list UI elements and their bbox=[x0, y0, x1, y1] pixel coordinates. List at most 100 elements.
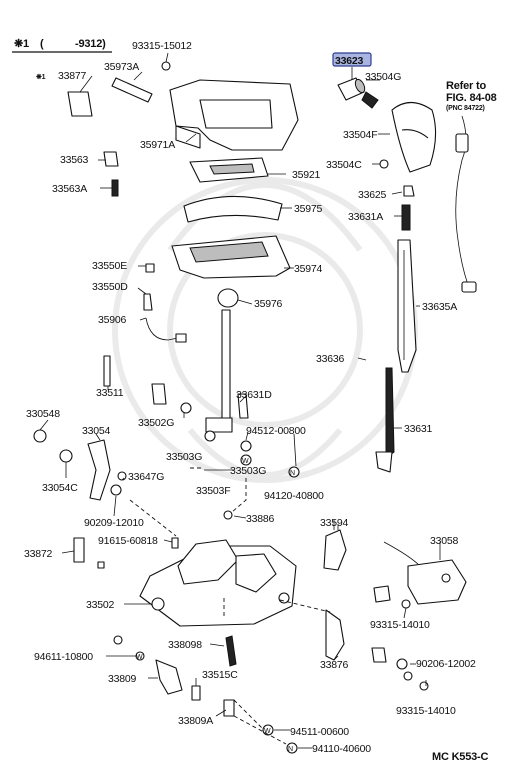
reference-line2: FIG. 84-08 bbox=[446, 92, 497, 104]
bracket-33054-icon bbox=[87, 439, 111, 501]
label-33635A: 33635A bbox=[422, 301, 457, 313]
svg-text:N: N bbox=[290, 470, 295, 477]
base-assembly bbox=[73, 510, 297, 627]
reference-note: Refer to FIG. 84-08 (PNC 84722) bbox=[446, 80, 497, 112]
footer-code: MC K553-C bbox=[432, 751, 489, 763]
label-33563: 33563 bbox=[60, 154, 89, 166]
solenoid-assembly-icon bbox=[407, 559, 467, 605]
label-330548: 330548 bbox=[26, 408, 60, 420]
label-33631: 33631 bbox=[404, 423, 433, 435]
shift-knob-icon bbox=[391, 101, 437, 173]
lower-small-parts: W W N bbox=[113, 609, 429, 754]
label-33504F: 33504F bbox=[343, 129, 377, 141]
spring-rod-icon bbox=[401, 204, 411, 231]
header-range-value: -9312) bbox=[75, 38, 106, 50]
label-33594: 33594 bbox=[320, 517, 349, 529]
header: ❋1 ( -9312) bbox=[12, 38, 112, 53]
label-33877-marker: ❋1 bbox=[36, 73, 46, 81]
label-33058: 33058 bbox=[430, 535, 459, 547]
label-33886: 33886 bbox=[246, 513, 275, 525]
label-93315-14010-b: 93315-14010 bbox=[396, 705, 456, 717]
highlighted-part-33623[interactable]: 33623 bbox=[332, 52, 372, 101]
label-35975: 35975 bbox=[294, 203, 323, 215]
svg-text:W: W bbox=[242, 458, 249, 465]
label-35976: 35976 bbox=[254, 298, 283, 310]
highlight-box bbox=[332, 52, 372, 67]
cable-assembly bbox=[373, 541, 467, 609]
bolt-icon bbox=[161, 61, 171, 71]
lever-33809-icon bbox=[155, 659, 183, 695]
label-33504G: 33504G bbox=[365, 71, 401, 83]
label-33647G: 33647G bbox=[128, 471, 164, 483]
label-93315-14010-a: 93315-14010 bbox=[370, 619, 430, 631]
header-marker: ❋1 bbox=[14, 38, 29, 50]
label-94110-40600: 94110-40600 bbox=[312, 743, 371, 755]
label-plate-icon bbox=[67, 91, 93, 117]
label-94120-40800: 94120-40800 bbox=[264, 490, 324, 502]
bolt-33511-icon bbox=[103, 355, 111, 387]
label-33876: 33876 bbox=[320, 659, 349, 671]
label-33502G: 33502G bbox=[138, 417, 174, 429]
label-33631D: 33631D bbox=[236, 389, 272, 401]
label-93315-15012: 93315-15012 bbox=[132, 40, 192, 52]
bracket-33594 bbox=[323, 524, 347, 571]
header-range-open: ( bbox=[40, 38, 44, 50]
svg-text:N: N bbox=[288, 746, 293, 753]
label-33631A: 33631A bbox=[348, 211, 383, 223]
wire-harness bbox=[455, 115, 477, 293]
shift-lever bbox=[205, 288, 239, 433]
clip-icon bbox=[403, 185, 415, 197]
label-35971A: 35971A bbox=[140, 139, 175, 151]
svg-text:W: W bbox=[264, 728, 271, 735]
label-35921: 35921 bbox=[292, 169, 321, 181]
label-33503G-b: 33503G bbox=[230, 465, 266, 477]
label-91615-60818: 91615-60818 bbox=[98, 535, 158, 547]
label-35973A: 35973A bbox=[104, 61, 139, 73]
lever-33876-icon bbox=[325, 609, 345, 661]
label-33877: 33877 bbox=[58, 70, 87, 82]
label-90209-12010: 90209-12010 bbox=[84, 517, 144, 529]
spring-33563A-icon bbox=[111, 179, 119, 197]
shift-knob-group bbox=[361, 79, 437, 231]
label-33054C: 33054C bbox=[42, 482, 78, 494]
label-33872: 33872 bbox=[24, 548, 53, 560]
pin-icon bbox=[111, 77, 153, 103]
label-33809A: 33809A bbox=[178, 715, 213, 727]
clip-33563-icon bbox=[103, 151, 119, 167]
label-94511-00600: 94511-00600 bbox=[290, 726, 349, 738]
svg-text:W: W bbox=[136, 654, 143, 661]
label-33504C: 33504C bbox=[326, 159, 362, 171]
label-33503F: 33503F bbox=[196, 485, 230, 497]
label-90206-12002: 90206-12002 bbox=[416, 658, 476, 670]
screw-93315-icon bbox=[401, 599, 411, 609]
label-33511: 33511 bbox=[96, 387, 124, 399]
rod-33635A bbox=[397, 239, 420, 373]
label-33054: 33054 bbox=[82, 425, 111, 437]
indicator-plates bbox=[171, 157, 291, 279]
label-33636: 33636 bbox=[316, 353, 345, 365]
lever-knob-icon bbox=[217, 288, 239, 308]
label-33502: 33502 bbox=[86, 599, 115, 611]
rod-33631 bbox=[375, 367, 402, 473]
label-33550D: 33550D bbox=[92, 281, 128, 293]
label-94512-00800: 94512-00800 bbox=[246, 425, 306, 437]
label-33625: 33625 bbox=[358, 189, 387, 201]
label-338098: 338098 bbox=[168, 639, 202, 651]
highlighted-part-label: 33623 bbox=[335, 55, 364, 67]
upper-housing bbox=[169, 79, 299, 151]
label-35974: 35974 bbox=[294, 263, 323, 275]
label-35906: 35906 bbox=[98, 314, 127, 326]
label-94611-10800: 94611-10800 bbox=[34, 651, 93, 663]
label-33563A: 33563A bbox=[52, 183, 87, 195]
leader-lines bbox=[39, 52, 441, 749]
part-labels: 93315-15012 ❋1 33877 35973A 33504G 35971… bbox=[24, 40, 476, 755]
assembly-guides bbox=[129, 467, 331, 745]
reference-line3: (PNC 84722) bbox=[446, 105, 485, 112]
label-33550E: 33550E bbox=[92, 260, 127, 272]
reference-line1: Refer to bbox=[446, 80, 486, 92]
slide-plate-icon bbox=[183, 195, 283, 223]
label-33809: 33809 bbox=[108, 673, 137, 685]
spring-icon bbox=[361, 91, 379, 109]
